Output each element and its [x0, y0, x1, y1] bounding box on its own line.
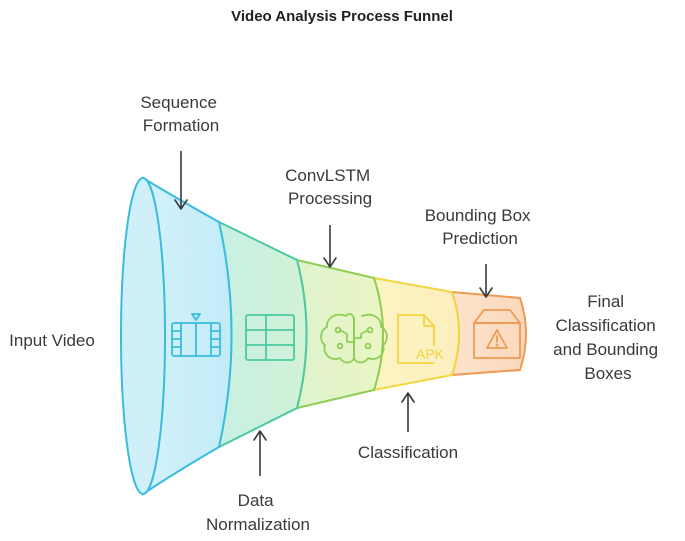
data-normalization-label-line-1: Data	[238, 491, 274, 510]
funnel-stage-3	[295, 258, 384, 410]
table-grid-icon	[245, 314, 295, 361]
sequence-formation-label-line-2: Formation	[143, 116, 220, 135]
bounding-box-prediction-label: Bounding Box Prediction	[425, 206, 536, 248]
film-strip-icon	[171, 313, 221, 357]
convlstm-processing-label-line-2: Processing	[288, 189, 372, 208]
final-classification-label: Final Classification and Bounding Boxes	[553, 292, 663, 383]
input-video-label-line: Input Video	[9, 331, 95, 350]
convlstm-processing-label: ConvLSTM Processing	[285, 166, 375, 208]
sequence-formation-arrow	[174, 151, 188, 210]
sequence-formation-label-line-1: Sequence	[140, 93, 217, 112]
final-classification-label-line-2: Classification	[556, 316, 656, 335]
final-classification-label-line-3: and Bounding	[553, 340, 658, 359]
bounding-box-prediction-label-line-2: Prediction	[442, 229, 518, 248]
funnel-stage-1	[120, 176, 233, 496]
data-normalization-label: Data Normalization	[206, 491, 310, 534]
brain-circuit-icon	[320, 313, 388, 364]
classification-label-line: Classification	[358, 443, 458, 462]
data-normalization-arrow	[253, 430, 267, 476]
bounding-box-prediction-arrow	[479, 264, 493, 298]
classification-arrow	[401, 392, 415, 432]
funnel-stage-5	[450, 290, 527, 377]
apk-file-icon-text: APK	[416, 346, 445, 362]
classification-label: Classification	[358, 443, 458, 462]
bounding-box-prediction-label-line-1: Bounding Box	[425, 206, 531, 225]
data-normalization-label-line-2: Normalization	[206, 515, 310, 534]
sequence-formation-label: Sequence Formation	[140, 93, 221, 135]
apk-file-icon: APK	[397, 314, 445, 364]
convlstm-processing-label-line-1: ConvLSTM	[285, 166, 370, 185]
final-classification-label-line-1: Final	[587, 292, 624, 311]
final-classification-label-line-4: Boxes	[584, 364, 631, 383]
input-video-label: Input Video	[9, 331, 95, 350]
diagram-title: Video Analysis Process Funnel	[231, 8, 453, 25]
warning-box-icon	[473, 309, 521, 359]
convlstm-processing-arrow	[323, 225, 337, 268]
